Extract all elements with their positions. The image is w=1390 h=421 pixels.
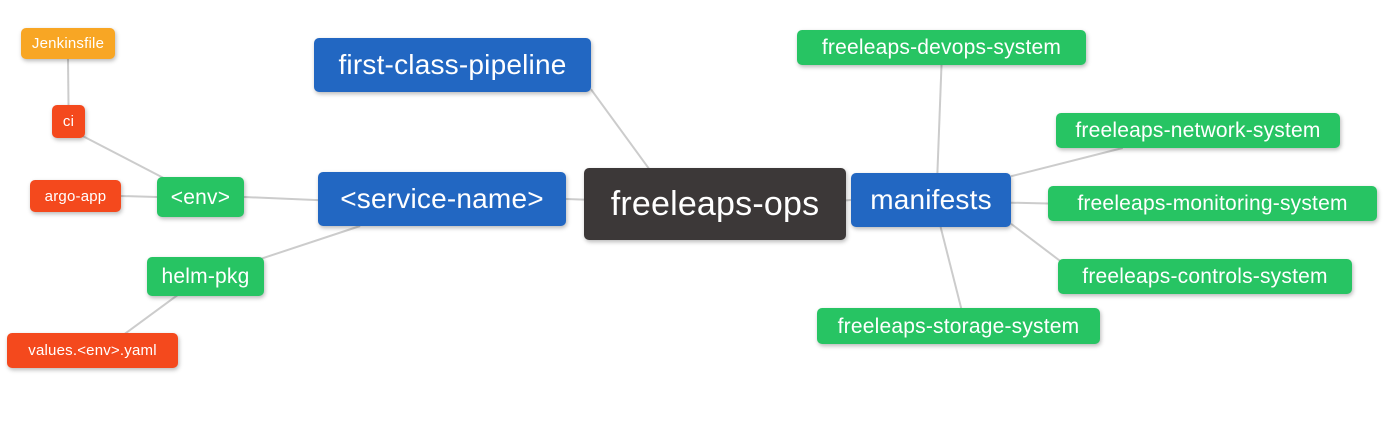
- node-freeleaps-storage-system[interactable]: freeleaps-storage-system: [817, 308, 1100, 344]
- edge-first-class-pipeline--freeleaps-ops: [590, 88, 651, 171]
- edge-manifests--freeleaps-monitoring-system: [1010, 201, 1049, 205]
- node-values-env-yaml[interactable]: values.<env>.yaml: [7, 333, 178, 368]
- edge-manifests--freeleaps-devops-system: [936, 64, 943, 174]
- node-freeleaps-devops-system[interactable]: freeleaps-devops-system: [797, 30, 1086, 65]
- node-env[interactable]: <env>: [157, 177, 244, 217]
- node-helm-pkg[interactable]: helm-pkg: [147, 257, 264, 296]
- node-freeleaps-ops[interactable]: freeleaps-ops: [584, 168, 846, 240]
- node-freeleaps-monitoring-system[interactable]: freeleaps-monitoring-system: [1048, 186, 1377, 221]
- edge-ci--env: [82, 135, 164, 179]
- edge-jenkinsfile--ci: [67, 58, 70, 106]
- node-manifests[interactable]: manifests: [851, 173, 1011, 227]
- edge-argo-app--env: [120, 195, 158, 198]
- node-freeleaps-controls-system[interactable]: freeleaps-controls-system: [1058, 259, 1352, 294]
- edge-manifests--freeleaps-controls-system: [1010, 222, 1068, 267]
- edge-helm-pkg--service-name: [260, 225, 361, 260]
- edge-values-env-yaml--helm-pkg: [124, 294, 179, 335]
- edge-service-name--freeleaps-ops: [565, 198, 585, 201]
- node-argo-app[interactable]: argo-app: [30, 180, 121, 212]
- node-ci[interactable]: ci: [52, 105, 85, 138]
- node-jenkinsfile[interactable]: Jenkinsfile: [21, 28, 115, 59]
- edge-env--service-name: [243, 196, 319, 202]
- node-first-class-pipeline[interactable]: first-class-pipeline: [314, 38, 591, 92]
- node-freeleaps-network-system[interactable]: freeleaps-network-system: [1056, 113, 1340, 148]
- edge-manifests--freeleaps-network-system: [1010, 147, 1123, 178]
- edge-manifests--freeleaps-storage-system: [939, 226, 963, 309]
- node-service-name[interactable]: <service-name>: [318, 172, 566, 226]
